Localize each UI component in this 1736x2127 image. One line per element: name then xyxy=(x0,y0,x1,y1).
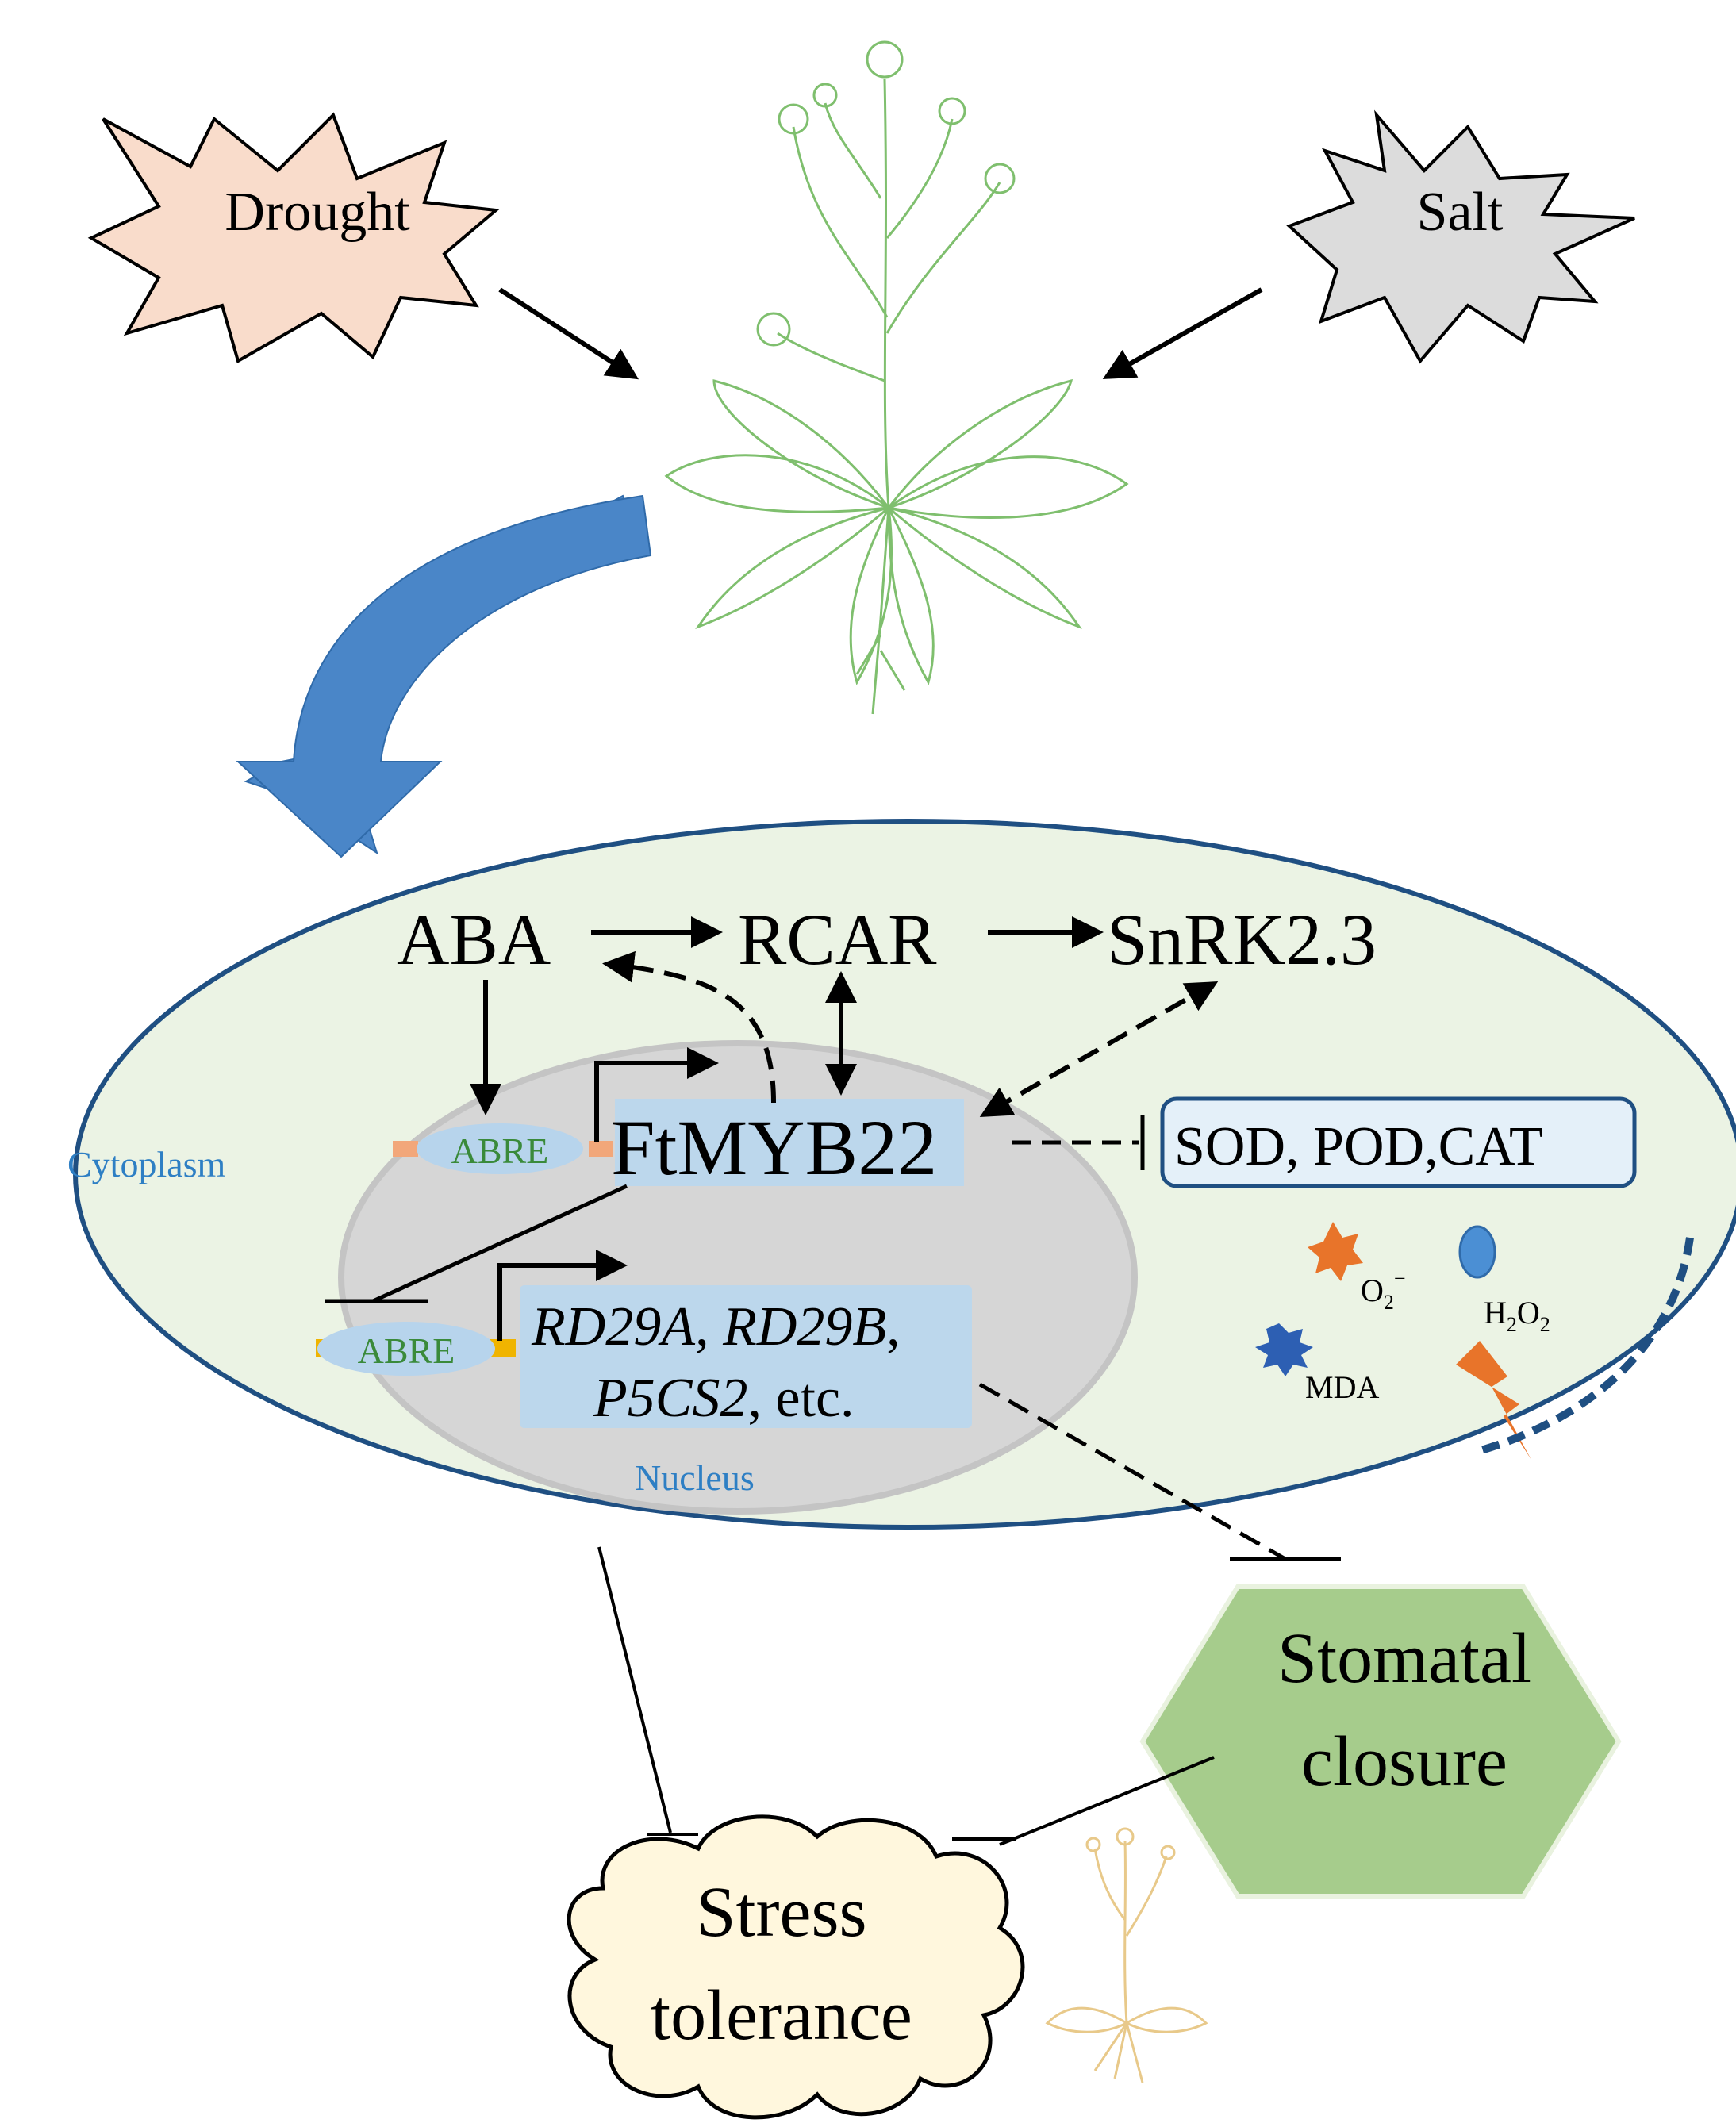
abre-upper-oval xyxy=(417,1123,583,1174)
enzymes-label: SOD, POD,CAT xyxy=(1174,1116,1543,1177)
target-genes-box xyxy=(520,1285,972,1428)
genes-to-stomatal-dashed xyxy=(978,1382,1287,1561)
stomatal-closure-hexagon xyxy=(1139,1584,1622,1899)
gene-rd29a: RD29A xyxy=(531,1296,695,1357)
drought-stressor: Drought xyxy=(87,112,500,364)
abre-lower-right-marker xyxy=(490,1339,516,1357)
mda-label: MDA xyxy=(1305,1369,1379,1405)
mda-icon xyxy=(1255,1323,1313,1376)
mda-group: MDA xyxy=(1255,1323,1379,1405)
stress-tolerance-cloud xyxy=(567,1814,1025,2120)
abre-upper: ABRE xyxy=(393,1123,613,1174)
blue-curved-arrow-body xyxy=(236,494,652,858)
gene-p5cs2: P5CS2 xyxy=(593,1368,747,1429)
h2o2-h: H xyxy=(1484,1295,1507,1330)
salt-label: Salt xyxy=(1417,182,1504,243)
stress-tolerance-line1: Stress xyxy=(696,1873,866,1952)
salt-starburst xyxy=(1286,109,1635,364)
ftmyb22-inhibits-abre-line xyxy=(371,1184,628,1303)
abre-upper-left-marker xyxy=(393,1141,418,1157)
h2o2-sub2: 2 xyxy=(1540,1313,1550,1336)
abre-lower-label: ABRE xyxy=(358,1330,455,1371)
h2o2-icon xyxy=(1458,1225,1496,1279)
h2o2-o: O xyxy=(1517,1295,1540,1330)
lightning-icon xyxy=(1456,1341,1531,1460)
gene-line1-end: , xyxy=(886,1296,901,1357)
target-genes-transcription-arrow xyxy=(497,1250,628,1341)
gene-separator: , xyxy=(695,1296,723,1357)
cytoplasm-label: Cytoplasm xyxy=(67,1144,226,1184)
h2o2-sub1: 2 xyxy=(1507,1313,1517,1336)
aba-label: ABA xyxy=(397,899,551,980)
abre-upper-label: ABRE xyxy=(451,1131,549,1171)
superoxide-superscript: − xyxy=(1394,1267,1406,1290)
stomatal-to-stress-tolerance-inhibition xyxy=(999,1756,1215,1846)
salt-stressor: Salt xyxy=(1286,109,1635,364)
cell-to-stress-tolerance-inhibition xyxy=(597,1546,672,1833)
drought-label: Drought xyxy=(225,182,410,243)
h2o2-label: H2O2 xyxy=(1484,1295,1550,1336)
abre-lower-oval xyxy=(317,1322,495,1376)
arabidopsis-plant-illustration xyxy=(664,40,1129,715)
superoxide-label: O2− xyxy=(1361,1267,1406,1314)
drought-to-plant-arrow xyxy=(498,287,639,380)
stomatal-closure-line1: Stomatal xyxy=(1277,1619,1531,1698)
superoxide-o: O xyxy=(1361,1273,1384,1308)
ftmyb22-box xyxy=(615,1099,964,1186)
snrk23-label: SnRK2.3 xyxy=(1107,899,1377,980)
drought-starburst xyxy=(87,112,500,364)
salt-to-plant-arrow xyxy=(1102,287,1263,379)
ftmyb22-transcription-arrow xyxy=(594,1047,719,1142)
ftmyb22-to-aba-dashed-arrow xyxy=(602,950,776,1104)
superoxide-group: O2− xyxy=(1308,1222,1406,1314)
rcar-label: RCAR xyxy=(738,899,937,980)
ftmyb22-label: FtMYB22 xyxy=(611,1104,937,1192)
abre-upper-right-marker xyxy=(589,1141,613,1157)
superoxide-icon xyxy=(1308,1222,1363,1281)
superoxide-subscript: 2 xyxy=(1384,1291,1394,1314)
antioxidant-enzymes-box xyxy=(1160,1096,1637,1188)
target-genes-line2: P5CS2, etc. xyxy=(593,1368,855,1429)
hydrogen-peroxide-group: H2O2 xyxy=(1458,1225,1550,1336)
snrk-ftmyb22-dashed-bidirectional-arrow xyxy=(979,981,1219,1117)
nucleus-label: Nucleus xyxy=(635,1457,755,1498)
small-plant-illustration xyxy=(1045,1827,1208,2083)
target-genes-line1: RD29A, RD29B, xyxy=(531,1296,901,1357)
stress-tolerance-line2: tolerance xyxy=(651,1976,912,2055)
gene-rd29b: RD29B xyxy=(722,1296,886,1357)
membrane-damage-dashes xyxy=(1474,1237,1694,1456)
stomatal-closure-line2: closure xyxy=(1301,1722,1507,1801)
abre-lower: ABRE xyxy=(316,1322,516,1376)
gene-line2-end: , etc. xyxy=(747,1368,854,1429)
